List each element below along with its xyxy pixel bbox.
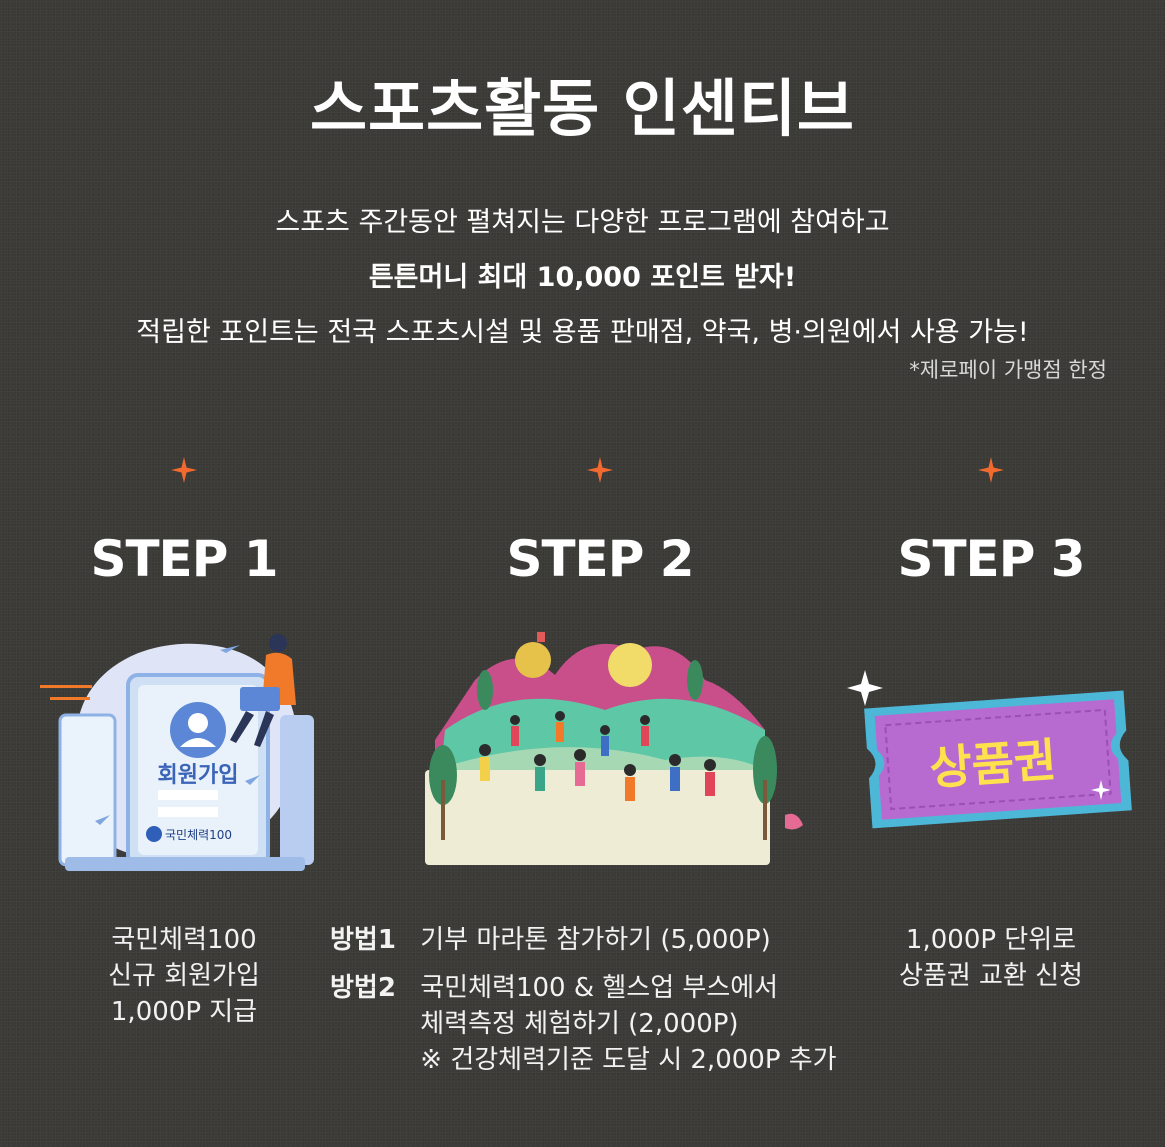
sparkle-icon [587,457,613,483]
gukmin-logo: 국민체력100 [165,828,232,842]
step-3-title: STEP 3 [897,530,1085,588]
voucher-illustration: 상품권 [847,670,1132,829]
method-1: 방법1 기부 마라톤 참가하기 (5,000P) [330,922,890,958]
intro-line-3: 적립한 포인트는 전국 스포츠시설 및 용품 판매점, 약국, 병·의원에서 사… [136,317,1029,348]
step-3-description: 1,000P 단위로 상품권 교환 신청 [841,922,1141,994]
method-1-label: 방법1 [330,925,396,955]
method-2-label: 방법2 [330,973,396,1003]
page-title: 스포츠활동 인센티브 [310,72,855,145]
method-2-text: 국민체력100 & 헬스업 부스에서 체력측정 체험하기 (2,000P) ※ … [420,970,890,1078]
step-3-desc-line: 상품권 교환 신청 [899,961,1083,991]
signup-badge: 회원가입 [158,763,239,788]
step-3-desc-line: 1,000P 단위로 [905,925,1077,955]
voucher-text: 상품권 [928,733,1058,796]
intro-line-2: 튼튼머니 최대 10,000 포인트 받자! [368,262,797,293]
method-2-line: 국민체력100 & 헬스업 부스에서 [420,973,779,1003]
step-1-desc-line: 신규 회원가입 [108,961,260,991]
sparkle-icon [1091,780,1111,800]
sparkle-icon [978,457,1004,483]
sparkle-icon [171,457,197,483]
signup-illustration: 회원가입 국민체력100 [40,634,314,871]
intro-line-1: 스포츠 주간동안 펼쳐지는 다양한 프로그램에 참여하고 [275,207,890,238]
sparkle-icon [847,670,883,706]
step-1-desc-line: 1,000P 지급 [110,997,258,1027]
step-1-title: STEP 1 [90,530,278,588]
footnote: *제로페이 가맹점 한정 [909,358,1107,382]
method-2-line: 체력측정 체험하기 (2,000P) [420,1009,739,1039]
method-2-line: ※ 건강체력기준 도달 시 2,000P 추가 [420,1045,837,1075]
marathon-illustration [425,632,803,865]
method-2: 방법2 국민체력100 & 헬스업 부스에서 체력측정 체험하기 (2,000P… [330,970,890,1078]
step-1-desc-line: 국민체력100 [111,925,257,955]
method-1-text: 기부 마라톤 참가하기 (5,000P) [420,925,771,955]
step-1-description: 국민체력100 신규 회원가입 1,000P 지급 [34,922,334,1030]
step-2-title: STEP 2 [506,530,694,588]
